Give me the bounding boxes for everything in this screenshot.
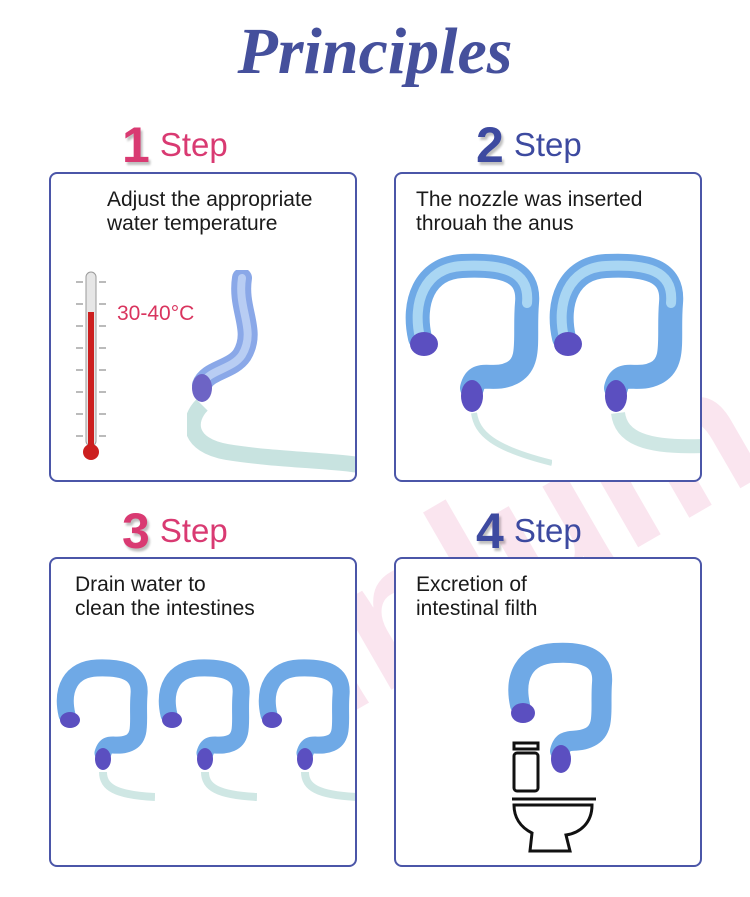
- step-4-label: Step: [513, 512, 582, 549]
- step-1-header: 1 Step: [122, 120, 228, 170]
- page-title: Principles: [237, 15, 513, 88]
- step-2-label: Step: [513, 126, 582, 163]
- step-4-text: Excretion of intestinal filth: [416, 573, 538, 620]
- step-1-number: 1: [122, 117, 150, 173]
- colon-icon: [258, 659, 355, 801]
- step-2-number: 2: [476, 117, 504, 173]
- colon-icon: [508, 642, 613, 773]
- step-4-header: 4 Step: [476, 506, 582, 556]
- thermometer-icon: [76, 271, 106, 460]
- toilet-icon: [512, 741, 596, 853]
- step-3-panel: Drain water to clean the intestines: [49, 557, 357, 867]
- step-4-panel: Excretion of intestinal filth: [394, 557, 702, 867]
- step-2-header: 2 Step: [476, 120, 582, 170]
- step-3-number: 3: [122, 503, 150, 559]
- step-2-text: The nozzle was inserted throuah the anus: [416, 188, 643, 235]
- step-4-number: 4: [476, 503, 504, 559]
- colon-icon: [187, 270, 355, 473]
- colon-icon: [56, 659, 155, 801]
- step-3-label: Step: [159, 512, 228, 549]
- step-1-text: Adjust the appropriate water temperature: [107, 188, 313, 235]
- step-2-panel: The nozzle was inserted throuah the anus: [394, 172, 702, 482]
- step-1-panel: Adjust the appropriate water temperature…: [49, 172, 357, 482]
- colon-icon: [549, 253, 700, 454]
- step-1-label: Step: [159, 126, 228, 163]
- colon-icon: [158, 659, 257, 801]
- colon-icon: [405, 253, 552, 466]
- step-3-text: Drain water to clean the intestines: [75, 573, 255, 620]
- temperature-label: 30-40°C: [117, 302, 195, 325]
- step-3-header: 3 Step: [122, 506, 228, 556]
